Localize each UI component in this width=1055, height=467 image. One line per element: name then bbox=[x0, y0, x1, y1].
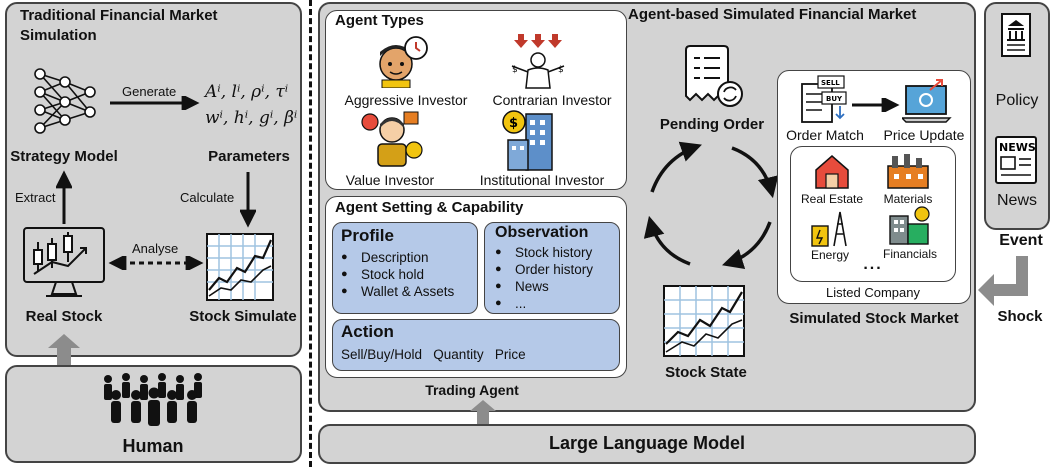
price-update-icon bbox=[902, 79, 952, 123]
company-label-financials: Financials bbox=[882, 247, 938, 261]
shock-label: Shock bbox=[997, 308, 1043, 325]
cycle-arrows bbox=[643, 141, 779, 270]
value-investor-label: Value Investor bbox=[345, 172, 435, 188]
action-title: Action bbox=[341, 322, 394, 341]
aggressive-investor-icon bbox=[379, 36, 428, 88]
monitor-candlestick-icon bbox=[23, 227, 105, 297]
financials-icon bbox=[889, 206, 930, 245]
llm-to-agent-arrow bbox=[470, 400, 496, 424]
profile-item: Stock hold bbox=[341, 266, 454, 283]
policy-label: Policy bbox=[995, 92, 1039, 109]
agent-types-box bbox=[325, 10, 627, 190]
aggressive-investor-label: Aggressive Investor bbox=[344, 92, 468, 108]
section-divider bbox=[309, 0, 312, 467]
llm-bar bbox=[318, 424, 976, 464]
human-label: Human bbox=[122, 436, 184, 456]
company-label-energy: Energy bbox=[810, 248, 850, 262]
svg-text:$: $ bbox=[558, 65, 564, 75]
company-label-real-estate: Real Estate bbox=[800, 192, 864, 206]
observation-list: Stock history Order history News ... bbox=[495, 244, 593, 312]
llm-label: Large Language Model bbox=[548, 433, 746, 453]
price-update-label: Price Update bbox=[883, 127, 965, 143]
agent-types-title: Agent Types bbox=[335, 12, 424, 29]
observation-item: Order history bbox=[495, 261, 593, 278]
parameters-line-2: wⁱ, hⁱ, gⁱ, βⁱ bbox=[205, 108, 298, 128]
calculate-label: Calculate bbox=[180, 190, 235, 205]
observation-item: Stock history bbox=[495, 244, 593, 261]
pending-order-label: Pending Order bbox=[659, 116, 765, 133]
observation-title: Observation bbox=[495, 224, 589, 241]
analyse-label: Analyse bbox=[132, 241, 179, 256]
profile-item: Wallet & Assets bbox=[341, 283, 454, 300]
real-stock-label: Real Stock bbox=[25, 308, 103, 325]
materials-icon bbox=[887, 154, 929, 189]
generate-arrow bbox=[110, 96, 200, 110]
agent-setting-title: Agent Setting & Capability bbox=[335, 199, 524, 216]
news-icon-text: NEWS bbox=[999, 141, 1036, 154]
event-label: Event bbox=[999, 232, 1043, 249]
extract-arrow bbox=[56, 170, 72, 224]
observation-item: News bbox=[495, 278, 593, 295]
order-match-label: Order Match bbox=[786, 127, 864, 143]
contrarian-investor-icon: $$ bbox=[511, 34, 565, 89]
shock-arrow bbox=[978, 256, 1028, 306]
calculate-arrow bbox=[240, 172, 256, 228]
human-to-stock-arrow bbox=[48, 334, 80, 368]
generate-label: Generate bbox=[122, 84, 177, 99]
value-investor-icon bbox=[361, 111, 423, 167]
traditional-simulation-title: Traditional Financial Market Simulation bbox=[20, 7, 218, 44]
policy-icon bbox=[1001, 13, 1031, 57]
traditional-simulation-panel bbox=[5, 2, 302, 357]
company-ellipsis: ... bbox=[863, 256, 883, 273]
profile-list: Description Stock hold Wallet & Assets bbox=[341, 249, 454, 300]
extract-label: Extract bbox=[15, 190, 56, 205]
energy-icon bbox=[811, 211, 847, 247]
action-box bbox=[332, 319, 620, 371]
contrarian-investor-label: Contrarian Investor bbox=[492, 92, 612, 108]
institutional-investor-icon: $ bbox=[502, 110, 553, 171]
institutional-investor-label: Institutional Investor bbox=[479, 172, 605, 188]
profile-title: Profile bbox=[341, 226, 394, 245]
buy-tag: BUY bbox=[826, 95, 843, 103]
neural-network-icon bbox=[34, 68, 96, 134]
stock-state-label: Stock State bbox=[665, 364, 747, 381]
agent-market-title: Agent-based Simulated Financial Market bbox=[628, 6, 917, 23]
company-label-materials: Materials bbox=[883, 192, 933, 206]
parameters-label: Parameters bbox=[208, 148, 290, 165]
strategy-model-label: Strategy Model bbox=[10, 148, 118, 165]
stock-simulate-chart-icon bbox=[206, 233, 274, 301]
stock-state-chart-icon bbox=[663, 285, 745, 357]
sell-tag: SELL bbox=[821, 79, 840, 87]
trading-agent-label: Trading Agent bbox=[425, 382, 519, 398]
profile-item: Description bbox=[341, 249, 454, 266]
news-icon: NEWS bbox=[995, 136, 1037, 184]
simulated-market-title: Simulated Stock Market bbox=[789, 310, 959, 327]
pending-order-icon bbox=[685, 45, 743, 107]
order-match-icon: SELL BUY bbox=[801, 75, 847, 123]
match-to-price-arrow bbox=[852, 98, 900, 112]
listed-company-label: Listed Company bbox=[826, 285, 920, 300]
analyse-arrow bbox=[108, 256, 204, 270]
news-label: News bbox=[996, 192, 1038, 209]
parameters-line-1: Aⁱ, lⁱ, ρⁱ, τⁱ bbox=[205, 82, 289, 102]
svg-text:$: $ bbox=[509, 116, 518, 131]
observation-item: ... bbox=[495, 295, 593, 312]
stock-simulate-label: Stock Simulate bbox=[189, 308, 297, 325]
svg-text:$: $ bbox=[512, 65, 518, 75]
crowd-icon bbox=[104, 373, 202, 426]
human-panel bbox=[5, 365, 302, 463]
action-items: Sell/Buy/Hold Quantity Price bbox=[341, 347, 526, 362]
real-estate-icon bbox=[815, 155, 849, 189]
